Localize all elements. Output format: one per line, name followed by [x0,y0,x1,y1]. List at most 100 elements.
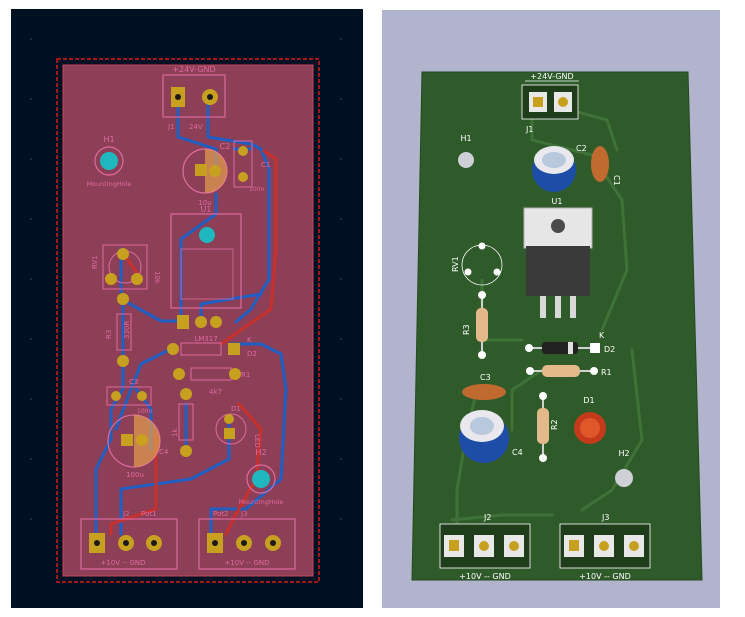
c4-pad-2[interactable] [136,434,148,446]
c2-ref: C2 [220,142,231,151]
h1-3d-ref: H1 [460,134,471,143]
j3-label: +10V -- GND [224,559,269,567]
r3-3d-ref: R3 [462,324,471,335]
r2-3d-body [537,408,549,444]
j3-3d-label: +10V -- GND [579,572,631,581]
board-edge-cuts [56,58,320,583]
r2-pad-2[interactable] [180,445,192,457]
h2-ref: H2 [255,448,266,457]
j3-3d-pin-3 [629,541,639,551]
j3-3d-pin-1 [569,540,579,551]
u1-3d-ref: U1 [552,197,563,206]
pcb-layout-canvas[interactable]: +24V-GND J1 24V H1 MountingHole C2 10u C… [11,9,363,608]
j2-ref: J2 [122,510,130,518]
h1-value: MountingHole [86,180,131,188]
c1-ref: C1 [261,161,270,169]
rv1-pad-1[interactable] [117,248,129,260]
j2-value: Pot1 [141,510,156,518]
j1-3d-title: +24V-GND [530,72,573,81]
j3-3d-pin-2 [599,541,609,551]
d2-ref: D2 [247,350,257,358]
d2-3d-k: K [599,331,605,340]
c3-3d-body [462,384,506,400]
j1-ref: J1 [167,123,175,131]
d2-pad-k[interactable] [228,343,240,355]
c1-value: 100n [249,186,264,193]
r1-value: 4k7 [209,388,222,396]
r1-ref: R1 [241,371,250,379]
c1-outline [233,140,253,188]
d2-3d-ref: D2 [604,345,615,354]
j3-3d-ref: J3 [601,513,609,522]
d1-3d-ref: D1 [583,396,594,405]
r3-pad-2[interactable] [117,355,129,367]
r2-3d-ref: R2 [550,419,559,430]
j1-value: 24V [189,123,203,131]
d1-pad-1[interactable] [224,414,234,424]
d2-pad-a[interactable] [167,343,179,355]
c2-pad-2[interactable] [209,165,221,177]
h2-3d-ref: H2 [618,449,629,458]
d2-k-label: K [247,336,252,344]
c3-ref: C3 [129,378,138,386]
j1-3d-pin-2 [558,97,568,107]
j2-3d-ref: J2 [483,513,491,522]
j3-ref: J3 [240,510,248,518]
rv1-value: 10k [153,271,161,285]
c4-value: 100u [126,471,144,479]
rv1-pad-3[interactable] [105,273,117,285]
u1-3d-body [526,246,590,296]
d1-pad-2[interactable] [224,428,235,439]
h1-ref: H1 [103,135,114,144]
u1-ref: U1 [201,205,212,214]
r2-ref: 1k [171,428,179,437]
c4-pad-1[interactable] [121,434,133,446]
u1-value: LM317 [194,335,217,343]
j1-3d-pin-1 [533,97,543,107]
r3-value: 330R [123,321,131,339]
c3-pad-1[interactable] [111,391,121,401]
c2-3d-ref: C2 [576,144,587,153]
rv1-3d-ref: RV1 [451,256,460,272]
r1-pad-2[interactable] [229,368,241,380]
grid-dots [30,38,342,520]
j2-3d-pin-3 [509,541,519,551]
j2-label: +10V -- GND [100,559,145,567]
pcb-3d-canvas[interactable]: +24V-GND J1 H1 C2 C1 U1 RV1 [382,10,720,608]
u1-pad-1[interactable] [177,315,189,329]
j3-value: Pot2 [213,510,228,518]
j1-title: +24V-GND [172,65,215,74]
u1-pad-2[interactable] [195,316,207,328]
r3-pad-1[interactable] [117,293,129,305]
rv1-pad-2[interactable] [131,273,143,285]
c3-pad-2[interactable] [137,391,147,401]
c1-3d-body [591,146,609,182]
c3-value: 100n [137,408,152,415]
r2-pad-1[interactable] [180,388,192,400]
u1-outline [170,213,242,309]
h2-hole [252,470,270,488]
r3-ref: R3 [105,330,113,339]
pcb-3d-view[interactable]: +24V-GND J1 H1 C2 C1 U1 RV1 [382,10,720,608]
c2-pad-1[interactable] [195,164,207,176]
r3-3d-body [476,308,488,342]
c1-pad-2[interactable] [238,172,248,182]
c1-3d-ref: C1 [612,175,621,186]
rv1-outline [102,244,148,290]
c4-ref: C4 [159,448,169,456]
r1-pad-1[interactable] [173,368,185,380]
c1-pad-1[interactable] [238,146,248,156]
tracks-3d [450,103,644,532]
u1-pad-3[interactable] [210,316,222,328]
j1-courtyard [162,74,226,118]
h2-3d-hole [615,469,633,487]
j2-3d-pin-1 [449,540,459,551]
h1-hole [100,152,118,170]
rv1-ref: RV1 [91,255,99,269]
d1-ref: D1 [231,405,241,413]
pcb-layout-view[interactable]: +24V-GND J1 24V H1 MountingHole C2 10u C… [11,9,363,608]
d1-value: LED [253,434,261,448]
c2-value: 10u [198,199,211,207]
j1-3d-ref: J1 [525,125,533,134]
u1-tab-hole [199,227,215,243]
